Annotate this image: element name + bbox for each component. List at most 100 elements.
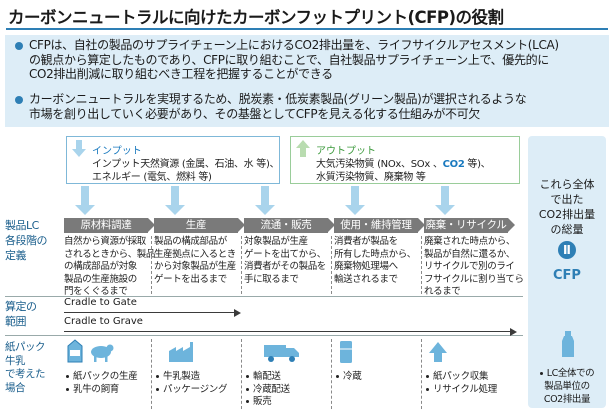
stage-divider xyxy=(241,236,242,294)
stage-definition: 消費者が製品を所有した時点から、廃棄物処理場へ輸送されるまで xyxy=(334,236,416,286)
stage-divider xyxy=(331,236,332,294)
input-arrow-icon xyxy=(72,140,86,157)
bullet-marker xyxy=(539,372,543,375)
stage-divider xyxy=(421,236,422,294)
example-text: 冷蔵 xyxy=(343,371,362,382)
example-text: リサイクル処理 xyxy=(433,383,497,395)
stage-divider xyxy=(331,339,332,409)
example-item: 冷蔵 xyxy=(336,368,362,382)
milk-bottle-icon xyxy=(562,331,574,357)
stage-2: 生産 xyxy=(154,218,238,233)
flow-arrow-head xyxy=(255,205,275,215)
flow-arrow-stem xyxy=(261,186,269,206)
flow-arrow-head xyxy=(165,205,185,215)
flow-arrow-head xyxy=(435,205,455,215)
definition-line: フサイクルに割り当てら xyxy=(424,273,524,285)
stage-divider xyxy=(151,339,152,409)
cfp-panel-line: CO2排出量 xyxy=(538,208,596,221)
example-item: パッケージング xyxy=(156,381,228,395)
stage-3: 流通・販売 xyxy=(244,218,328,233)
cfp-panel-line: の総量 xyxy=(550,223,584,236)
example-item: 販売 xyxy=(246,393,272,407)
flow-arrow-stem xyxy=(441,186,449,206)
cfp-footer-line: LC全体での xyxy=(528,365,606,379)
definition-line: 製品の構成部品が xyxy=(154,236,227,247)
bullet-marker xyxy=(426,375,429,378)
example-text: 牛乳製造 xyxy=(163,371,200,382)
output-box xyxy=(290,136,520,184)
definition-line: 製品が自然に還るか、 xyxy=(424,248,515,260)
bullet-marker xyxy=(156,375,159,378)
equals-icon: Ⅱ xyxy=(558,241,576,259)
definition-line: 生産拠点に入るとき xyxy=(154,248,236,260)
range-grave-arrowhead xyxy=(510,327,517,336)
bullet-marker xyxy=(156,387,159,391)
stage-definition: 廃棄された時点から、製品が自然に還るか、リサイクルで別のライフサイクルに割り当て… xyxy=(424,236,524,299)
summary-bullet-1: CFPは、自社の製品のサプライチェーン上におけるCO2排出量を、ライフサイクルア… xyxy=(29,38,559,82)
definition-line: れるまで xyxy=(424,286,461,297)
bullet-marker xyxy=(15,96,23,104)
example-text: 乳牛の飼育 xyxy=(73,383,120,395)
example-item: 冷蔵配送 xyxy=(246,381,290,395)
input-heading: インプット xyxy=(92,146,142,157)
example-item: リサイクル処理 xyxy=(426,381,497,395)
stage-arrow-tip xyxy=(328,218,335,232)
cfp-summary-panel xyxy=(528,136,606,408)
stage-arrow-tip xyxy=(238,218,245,232)
row-label-lc: 製品LC 各段階の 定義 xyxy=(5,219,48,262)
bullet-marker xyxy=(246,375,249,378)
range-grave-label: Cradle to Grave xyxy=(64,316,143,327)
cfp-label: CFP xyxy=(553,268,581,283)
example-item: 紙パックの生産 xyxy=(66,368,138,382)
stage-arrow-tip xyxy=(148,218,155,232)
definition-line: リサイクルで別のライ xyxy=(424,261,515,272)
definition-line: から対象製品が生産 xyxy=(154,261,236,272)
flow-arrow-stem xyxy=(171,186,179,206)
page-title: カーボンニュートラルに向けたカーボンフットプリント(CFP)の役割 xyxy=(8,8,504,27)
delivery-truck-icon xyxy=(264,345,299,362)
example-text: 紙パックの生産 xyxy=(73,371,138,382)
output-arrow-icon xyxy=(296,140,310,157)
bullet-marker xyxy=(246,387,249,391)
stage-divider xyxy=(421,339,422,409)
row-divider xyxy=(5,296,523,297)
stage-divider xyxy=(151,236,152,294)
definition-line: 消費者がその製品を xyxy=(244,261,326,272)
example-text: パッケージング xyxy=(163,383,228,395)
input-box xyxy=(66,136,280,184)
stage-arrow-tip xyxy=(418,218,425,232)
example-text: 輸配送 xyxy=(253,371,281,382)
row-label-example: 紙パック 牛乳 で考えた 場合 xyxy=(5,341,46,394)
stage-5: 廃棄・リサイクル xyxy=(424,218,508,233)
definition-line: 廃棄物処理場へ xyxy=(334,261,398,272)
stage-definition: 自然から資源が採取されるときから、製品の構成部品が対象製品の生産施設の門をくぐる… xyxy=(64,236,155,299)
stage-definition: 対象製品が生産ゲートを出てから、消費者がその製品を手に取るまで xyxy=(244,236,326,286)
row-divider xyxy=(5,335,523,336)
input-line-2: エネルギー (電気、燃料 等) xyxy=(92,172,212,183)
definition-line: ゲートを出てから、 xyxy=(244,248,326,260)
bullet-marker xyxy=(336,375,339,378)
example-item: 乳牛の飼育 xyxy=(66,381,119,395)
range-grave-line xyxy=(64,331,512,332)
output-line-1: 大気汚染物質 (NOx、SOx 、CO2 等)、 xyxy=(316,159,491,170)
bullet-marker xyxy=(426,387,429,391)
definition-line: 廃棄された時点から、 xyxy=(424,236,516,247)
example-text: 販売 xyxy=(253,396,272,407)
factory-icon xyxy=(169,342,193,362)
definition-line: されるときから、製品 xyxy=(64,248,156,260)
definition-line: 対象製品が生産 xyxy=(244,236,308,247)
summary-bullet-2: カーボンニュートラルを実現するため、脱炭素・低炭素製品(グリーン製品)が選択され… xyxy=(29,92,527,121)
example-text: 紙パック収集 xyxy=(433,371,489,382)
bullet-marker xyxy=(66,375,69,378)
definition-line: 輸送されるまで xyxy=(334,273,398,285)
cfp-panel-line: これら全体 xyxy=(539,178,595,191)
flow-arrow-head xyxy=(345,205,365,215)
output-heading: アウトプット xyxy=(316,146,376,157)
cow-icon xyxy=(91,344,114,362)
milk-carton-icon xyxy=(67,339,83,363)
definition-line: 自然から資源が採取 xyxy=(64,236,146,247)
stage-1: 原材料調達 xyxy=(64,218,148,233)
refrigerator-icon xyxy=(340,341,352,363)
row-label-range: 算定の 範囲 xyxy=(5,300,37,328)
bullet-marker xyxy=(246,400,249,403)
